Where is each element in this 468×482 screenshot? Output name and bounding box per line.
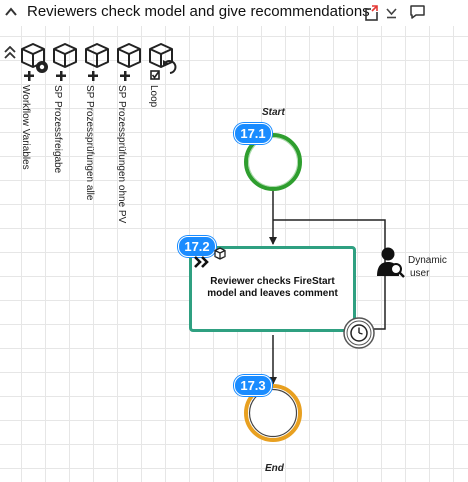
toolbox-item-workflow-variables[interactable]: Workflow Variables [20,42,50,170]
performer-label-line1: Dynamic [408,255,447,266]
double-chevron-right-icon [194,256,209,268]
user-search-icon[interactable] [376,245,406,279]
start-event-number-badge: 17.1 [234,123,272,144]
performer-label: Dynamic user [408,254,447,280]
chevron-down-icon[interactable] [385,6,398,19]
collapse-chevron-up-icon[interactable] [5,7,17,17]
user-task[interactable]: Reviewer checks FireStart model and leav… [189,246,356,332]
toolbox-label: SP Prozessprüfungen ohne PV [116,85,127,224]
start-event-label: Start [262,107,285,118]
toolbox-item-loop[interactable]: Loop [148,42,178,107]
toolbox-label: SP Prozessprüfungen alle [84,85,95,201]
package-plus-icon [85,43,109,81]
task-number-badge: 17.2 [178,236,216,257]
open-external-icon[interactable] [364,4,380,21]
comment-icon[interactable] [409,4,426,20]
user-task-text: Reviewer checks FireStart model and leav… [207,276,338,299]
performer-label-line2: user [410,268,430,279]
header-bar: Reviewers check model and give recommend… [0,0,468,26]
toolbox-item-sp-prozesspruefungen-alle[interactable]: SP Prozessprüfungen alle [84,42,114,200]
package-loop-icon [149,43,177,80]
toolbox-label: Loop [148,85,159,108]
toolbox-item-sp-prozesspruefungen-ohne-pv[interactable]: SP Prozessprüfungen ohne PV [116,42,146,223]
toolbox-item-sp-prozessfreigabe[interactable]: SP Prozessfreigabe [52,42,82,173]
toolbox-label: Workflow Variables [20,85,31,170]
package-plus-icon [117,43,141,81]
start-event[interactable] [244,133,302,191]
package-gear-icon [21,43,48,81]
page-title: Reviewers check model and give recommend… [27,3,370,20]
timer-clock-icon[interactable] [343,317,375,349]
toolbox-collapse-icon[interactable] [4,46,16,60]
end-event-label: End [265,463,284,474]
package-plus-icon [53,43,77,81]
end-event-number-badge: 17.3 [234,375,272,396]
package-icon [214,247,226,260]
toolbox-label: SP Prozessfreigabe [52,85,63,174]
end-event[interactable] [244,384,302,442]
